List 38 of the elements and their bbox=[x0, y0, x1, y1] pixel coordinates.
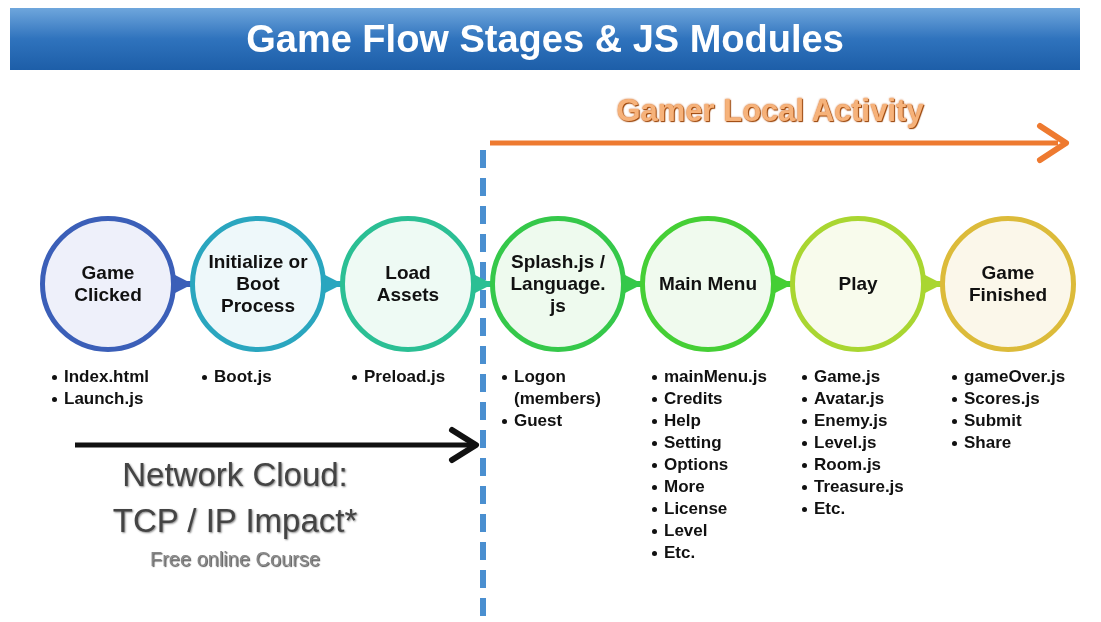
module-list-item: Avatar.js bbox=[814, 388, 885, 410]
module-list-item: Treasure.js bbox=[814, 476, 904, 498]
module-list-item: Help bbox=[664, 410, 701, 432]
module-list-item: Preload.js bbox=[364, 366, 446, 388]
stage-label: Main Menu bbox=[657, 273, 759, 295]
module-list-item: Options bbox=[664, 454, 729, 476]
module-list-item: gameOver.js bbox=[964, 366, 1066, 388]
module-list-item: Share bbox=[964, 432, 1012, 454]
stage-label: Splash.js / Language. js bbox=[509, 251, 607, 317]
module-list-item: Etc. bbox=[664, 542, 696, 564]
course-note: Free online Course bbox=[149, 547, 321, 572]
module-list-item: More bbox=[664, 476, 705, 498]
network-heading: Network Cloud: bbox=[122, 455, 348, 495]
module-list-item: Logon (members) bbox=[514, 366, 602, 410]
module-list-item: Launch.js bbox=[64, 388, 144, 410]
network-heading: TCP / IP Impact* bbox=[112, 501, 358, 541]
module-list-item: Credits bbox=[664, 388, 723, 410]
section-heading: Gamer Local Activity bbox=[615, 92, 925, 130]
module-list-item: Etc. bbox=[814, 498, 846, 520]
module-list-item: Guest bbox=[514, 410, 563, 432]
module-list-item: Index.html bbox=[64, 366, 149, 388]
module-list-item: Setting bbox=[664, 432, 722, 454]
module-list-item: Scores.js bbox=[964, 388, 1040, 410]
stage-label: Game Finished bbox=[967, 262, 1049, 306]
stage-label: Play bbox=[837, 273, 879, 295]
module-list-item: Submit bbox=[964, 410, 1022, 432]
stage-label: Game Clicked bbox=[73, 262, 143, 306]
module-list-item: Level.js bbox=[814, 432, 877, 454]
module-list-item: Enemy.js bbox=[814, 410, 888, 432]
stage-label: Initialize or Boot Process bbox=[207, 251, 309, 317]
module-list-item: mainMenu.js bbox=[664, 366, 767, 388]
module-list-item: Level bbox=[664, 520, 708, 542]
module-list-item: Room.js bbox=[814, 454, 882, 476]
title-banner: Game Flow Stages & JS Modules bbox=[10, 8, 1080, 70]
module-list-item: Boot.js bbox=[214, 366, 272, 388]
stage-label: Load Assets bbox=[375, 262, 441, 306]
module-list-item: License bbox=[664, 498, 728, 520]
module-list-item: Game.js bbox=[814, 366, 881, 388]
